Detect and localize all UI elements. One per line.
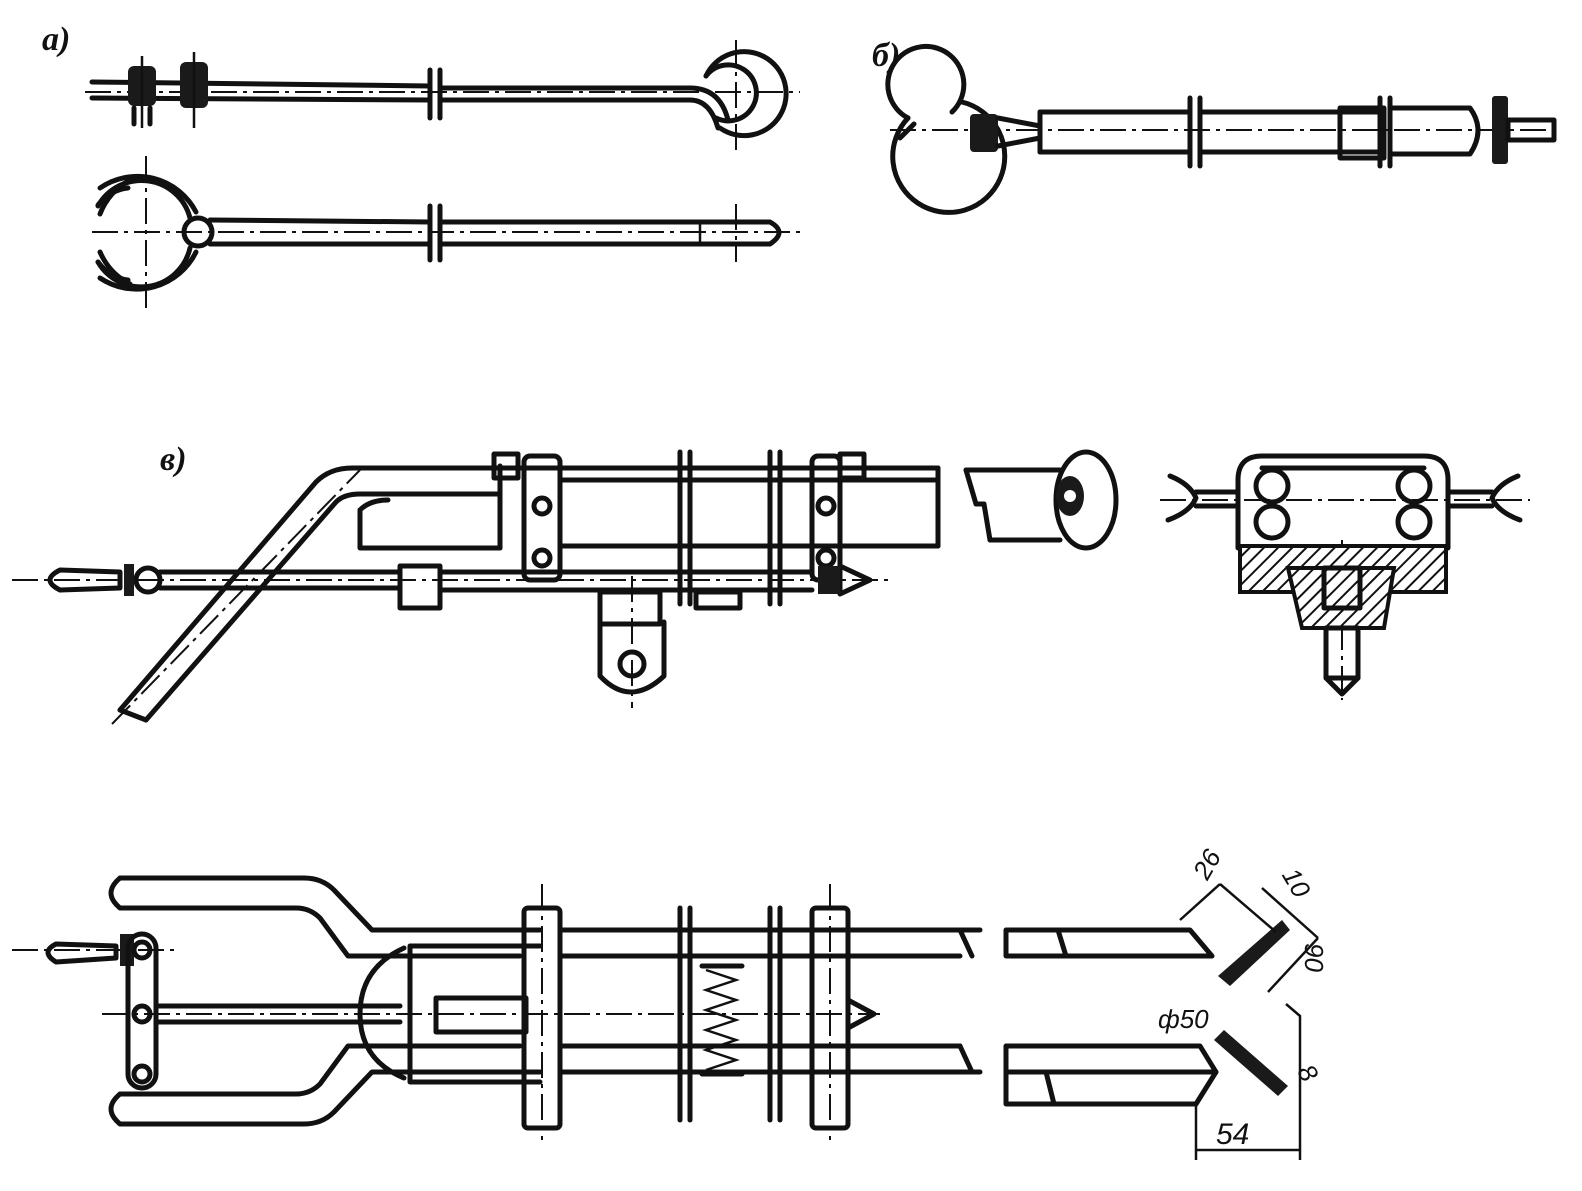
dim-26: 26 <box>1186 844 1227 885</box>
dim-8: 8 <box>1291 1059 1324 1087</box>
dim-phi50: ф50 <box>1158 1004 1209 1034</box>
dim-54: 54 <box>1216 1118 1249 1151</box>
tool-v-plan <box>12 875 1319 1160</box>
dim-90: 90 <box>1299 943 1329 972</box>
dim-10: 10 <box>1276 863 1317 904</box>
tool-b <box>885 43 1560 215</box>
tool-v-section <box>1160 453 1530 700</box>
label-a: а) <box>42 21 70 58</box>
label-b: б) <box>872 37 900 74</box>
label-v: в) <box>160 441 187 478</box>
tool-a-bottom <box>92 156 800 308</box>
tool-a-top <box>85 40 800 150</box>
tool-v-side <box>12 449 1119 725</box>
